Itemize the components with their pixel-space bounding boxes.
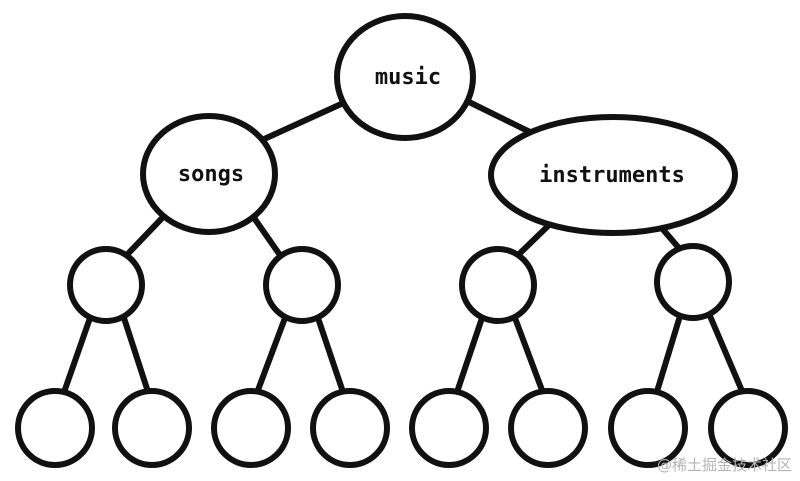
edge-l2-3-a [452, 315, 485, 401]
node-music-shape [334, 13, 476, 141]
node-l2-1 [67, 246, 145, 324]
node-instruments-shape [488, 114, 738, 236]
edge-l2-4-b [707, 313, 748, 401]
node-music: music [334, 13, 476, 141]
edge-l2-4-a [652, 313, 683, 401]
node-songs-label: songs [178, 162, 244, 187]
edge-l2-2-a [252, 315, 288, 401]
node-instruments-label: instruments [539, 163, 685, 188]
edge-l2-3-b [512, 315, 548, 401]
node-l3-2 [112, 388, 192, 468]
node-l3-5 [409, 388, 489, 468]
node-l3-4 [310, 388, 390, 468]
level-2-nodes [67, 243, 732, 324]
level-3-nodes [15, 388, 788, 468]
node-l2-2 [263, 246, 341, 324]
edge-l2-1-a [59, 315, 93, 401]
watermark-text: @稀土掘金技术社区 [657, 456, 792, 474]
edge-instruments-left [512, 223, 551, 261]
edge-l2-1-b [121, 315, 153, 401]
node-instruments: instruments [488, 114, 738, 236]
node-l3-8 [708, 388, 788, 468]
edge-songs-right [249, 212, 285, 261]
node-music-label: music [375, 65, 441, 90]
node-l3-1 [15, 388, 95, 468]
node-songs: songs [140, 113, 278, 235]
node-l3-7 [608, 388, 688, 468]
edge-music-instruments [462, 97, 533, 135]
node-songs-shape [140, 113, 278, 235]
node-l3-6 [508, 388, 588, 468]
node-l3-3 [211, 388, 291, 468]
node-l2-3 [459, 246, 537, 324]
edge-music-songs [259, 97, 353, 143]
node-l2-4 [654, 243, 732, 321]
edge-l2-2-b [315, 315, 348, 401]
edge-songs-left [119, 212, 168, 263]
